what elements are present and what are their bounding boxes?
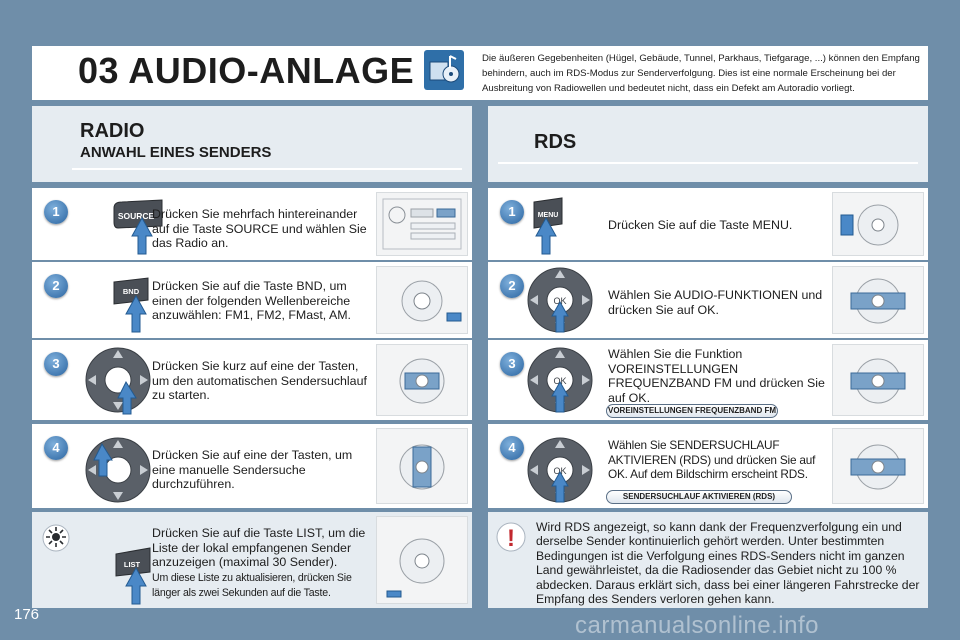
rds-title: RDS <box>534 131 577 153</box>
bnd-button-icon: BND <box>113 277 149 333</box>
radio-section-header <box>32 106 472 182</box>
chapter-title: 03 AUDIO-ANLAGE <box>78 50 415 91</box>
radio-unit-image <box>376 192 468 256</box>
header-band <box>32 46 928 100</box>
rds-step-1-text: Drücken Sie auf die Taste MENU. <box>608 218 793 232</box>
radio-step-1: 1 SOURCE Drücken Sie mehrfach hintereina… <box>32 188 472 260</box>
radio-unit-image <box>832 428 924 504</box>
page-number: 176 <box>14 606 40 623</box>
source-button-icon: SOURCE <box>113 199 163 255</box>
radio-step-4: 4 Drücken Sie auf eine der Tasten, um ei… <box>32 424 472 508</box>
rds-section-header <box>488 106 928 182</box>
list-button-label: LIST <box>124 560 141 569</box>
list-tip-main: Drücken Sie auf die Taste LIST, um die L… <box>152 526 366 570</box>
direction-pad-icon: OK <box>527 267 593 333</box>
step-number: 4 <box>44 436 68 460</box>
svg-text:!: ! <box>507 525 515 552</box>
step-number: 2 <box>44 274 68 298</box>
radio-subtitle: ANWAHL EINES SENDERS <box>80 144 272 161</box>
rds-warning-text: Wird RDS angezeigt, so kann dank der Fre… <box>536 520 920 607</box>
radio-step-2-text: Drücken Sie auf die Taste BND, um einen … <box>152 279 351 323</box>
radio-unit-image <box>376 344 468 416</box>
rds-step-4-text: Wählen Sie SENDERSUCHLAUF AKTIVIEREN (RD… <box>608 438 816 482</box>
activate-rds-badge: SENDERSUCHLAUF AKTIVIEREN (RDS) <box>606 490 792 504</box>
radio-unit-image <box>376 516 468 604</box>
list-tip-text: Drücken Sie auf die Taste LIST, um die L… <box>152 526 378 600</box>
menu-button-icon: MENU <box>533 197 563 255</box>
radio-step-3: 3 Drücken Sie kurz auf eine der Tasten, … <box>32 340 472 420</box>
rds-step-2: 2 OK Wählen Sie AUDIO-FUNKTIONEN und drü… <box>488 262 928 338</box>
rds-warning-panel: ! Wird RDS angezeigt, so kann dank der F… <box>488 512 928 608</box>
menu-button-label: MENU <box>538 212 559 219</box>
watermark: carmanualsonline.info <box>575 612 819 639</box>
radio-unit-image <box>376 428 468 504</box>
direction-pad-icon: OK <box>527 437 593 503</box>
radio-unit-image <box>376 266 468 334</box>
radio-unit-image <box>832 266 924 334</box>
list-tip-small: Um diese Liste zu aktualisieren, drücken… <box>152 571 352 599</box>
rds-step-3: 3 OK Wählen Sie die Funktion VOREINSTELL… <box>488 340 928 420</box>
rds-step-1: 1 MENU Drücken Sie auf die Taste MENU. <box>488 188 928 260</box>
list-button-icon: LIST <box>115 547 151 605</box>
warning-icon: ! <box>496 522 526 552</box>
rds-step-3-text: Wählen Sie die Funktion VOREINSTELLUNGEN… <box>608 347 825 405</box>
radio-title: RADIO <box>80 120 145 142</box>
radio-step-2: 2 BND Drücken Sie auf die Taste BND, um … <box>32 262 472 338</box>
source-button-label: SOURCE <box>118 211 155 221</box>
radio-step-4-text: Drücken Sie auf eine der Tasten, um eine… <box>152 448 353 492</box>
direction-pad-icon <box>85 437 151 503</box>
bnd-button-label: BND <box>123 287 140 296</box>
rds-step-4: 4 OK Wählen Sie SENDERSUCHLAUF AKTIVIERE… <box>488 424 928 508</box>
step-number: 2 <box>500 274 524 298</box>
step-number: 1 <box>500 200 524 224</box>
list-tip-panel: LIST Drücken Sie auf die Taste LIST, um … <box>32 512 472 608</box>
step-number: 3 <box>44 352 68 376</box>
radio-unit-image <box>832 192 924 256</box>
step-number: 1 <box>44 200 68 224</box>
direction-pad-icon: OK <box>527 347 593 413</box>
rds-step-2-text: Wählen Sie AUDIO-FUNKTIONEN und drücken … <box>608 288 823 317</box>
radio-unit-image <box>832 344 924 416</box>
radio-step-1-text: Drücken Sie mehrfach hintereinander auf … <box>152 207 367 251</box>
radio-step-3-text: Drücken Sie kurz auf eine der Tasten, um… <box>152 359 367 403</box>
step-number: 3 <box>500 352 524 376</box>
header-note: Die äußeren Gegebenheiten (Hügel, Gebäud… <box>482 53 920 94</box>
direction-pad-icon <box>85 347 151 415</box>
lightbulb-icon <box>42 524 70 552</box>
audio-system-icon <box>424 50 464 90</box>
step-number: 4 <box>500 436 524 460</box>
preset-fm-band-badge: VOREINSTELLUNGEN FREQUENZBAND FM <box>606 404 778 418</box>
